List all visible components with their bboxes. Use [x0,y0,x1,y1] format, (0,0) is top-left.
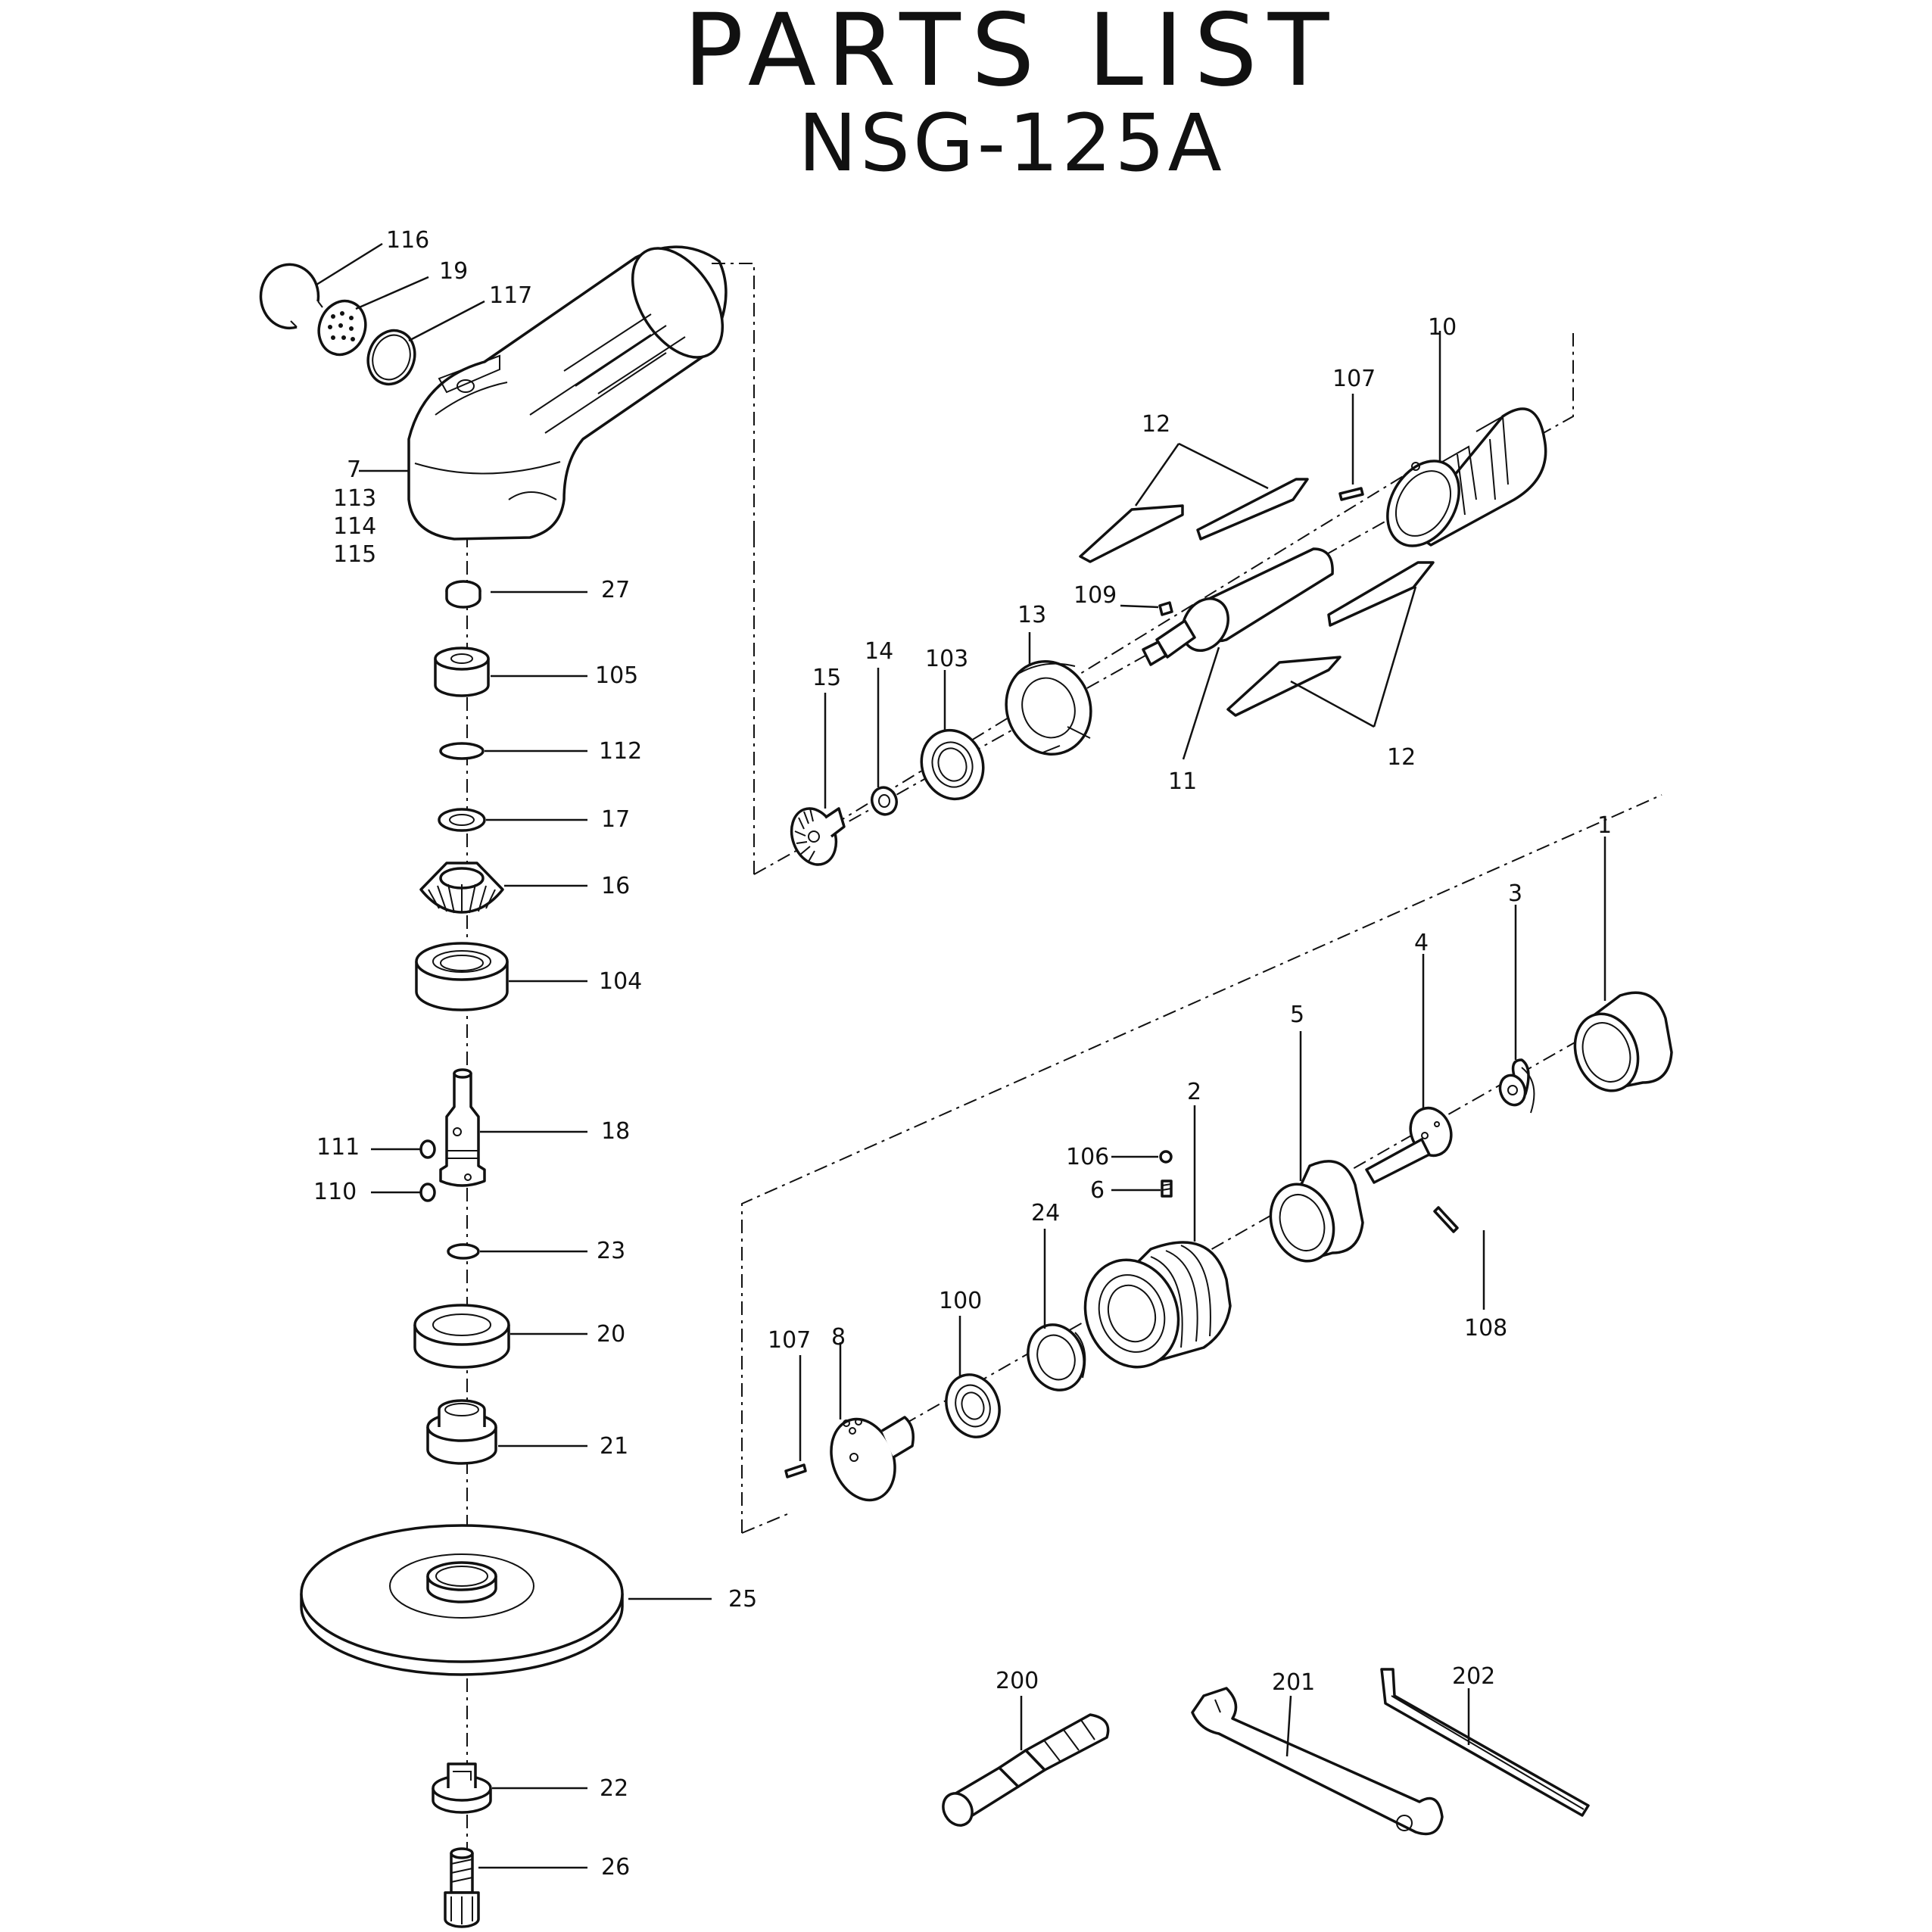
part-21-flange [426,1399,587,1465]
part-11-rotor [1142,547,1334,760]
part-19-silencer-disc [317,276,429,357]
part-109-key [1120,601,1173,616]
part-26-bolt [444,1847,587,1928]
callout-201: 201 [1272,1669,1315,1696]
part-20-seal [413,1304,587,1369]
part-25-backing-pad [300,1524,712,1676]
part-15-pinion-gear [790,693,846,866]
callout-105: 105 [595,662,638,689]
part-106-ball [1111,1150,1173,1164]
callout-110: 110 [313,1179,357,1205]
callout-16: 16 [601,873,630,899]
callout-13: 13 [1017,602,1046,628]
part-12-vanes [1079,442,1435,728]
callout-21: 21 [600,1433,628,1460]
callout-20: 20 [597,1321,625,1348]
callout-114: 114 [333,513,376,540]
callout-27: 27 [601,577,630,603]
part-22-flange-nut [432,1762,587,1814]
part-202-hex-key [1380,1668,1590,1817]
part-24-spacer [1027,1229,1086,1391]
callout-108: 108 [1464,1315,1507,1341]
part-23-o-ring [447,1243,587,1260]
callout-labels: 116 19 117 7 113 114 115 27 105 112 17 1… [313,227,1612,1881]
callout-117: 117 [489,282,532,309]
part-14-washer [871,668,898,816]
part-5-sleeve [1269,1031,1364,1263]
part-16-bevel-gear [419,862,587,914]
part-4-valve-stem [1365,954,1453,1184]
callout-12-lower: 12 [1387,744,1416,771]
part-111-pin [371,1139,436,1159]
part-13-rear-plate [1005,632,1092,756]
part-6-set-screw [1111,1179,1173,1198]
callout-113: 113 [333,485,376,512]
part-107-pin-upper [1338,394,1364,501]
callout-112: 112 [599,738,642,765]
part-103-bearing [920,670,985,801]
callout-7: 7 [347,457,361,483]
page-title: PARTS LIST [683,0,1340,109]
motor-box-dash [712,263,1574,875]
callout-111: 111 [316,1134,360,1161]
part-17-washer [438,808,587,832]
callout-116: 116 [386,227,429,254]
part-200-hose-nipple [942,1696,1110,1827]
part-8-front-plate [830,1342,915,1502]
valve-box-dash [741,794,1662,1534]
callout-8: 8 [831,1324,846,1351]
part-27-washer [445,580,587,609]
callout-202: 202 [1452,1663,1495,1690]
part-108-pin [1433,1206,1485,1310]
callout-24: 24 [1031,1200,1060,1226]
part-107-pin-lower [784,1355,807,1479]
callout-1: 1 [1597,812,1612,839]
callout-6: 6 [1090,1177,1105,1204]
part-100-bearing [945,1316,1001,1438]
part-105-bushing [434,647,587,697]
part-112-spring-clip [439,742,587,760]
part-116-snap-ring [259,242,383,330]
callout-107-upper: 107 [1332,366,1376,392]
callout-12-upper: 12 [1142,411,1170,438]
part-18-spindle [439,1068,587,1187]
part-117-o-ring [366,300,485,386]
callout-15: 15 [812,665,841,691]
part-104-bearing [415,942,587,1011]
callout-18: 18 [601,1118,630,1145]
callout-100: 100 [939,1288,982,1314]
part-201-wrench [1191,1687,1444,1836]
callout-109: 109 [1074,582,1117,609]
part-10-cylinder [1386,331,1547,547]
callout-4: 4 [1414,930,1429,956]
callout-2: 2 [1187,1079,1201,1105]
model-number: NSG-125A [798,97,1225,189]
callout-115: 115 [333,541,376,568]
callout-23: 23 [597,1238,625,1264]
callout-104: 104 [599,968,642,995]
callout-17: 17 [601,806,630,833]
part-110-pin [371,1183,436,1202]
callout-26: 26 [601,1854,630,1881]
part-1-cap [1573,837,1673,1092]
callout-5: 5 [1290,1002,1304,1028]
callout-107-lower: 107 [768,1327,811,1354]
callout-14: 14 [865,638,893,665]
callout-200: 200 [996,1668,1039,1694]
part-2-valve-body [1083,1105,1232,1369]
callout-19: 19 [439,258,468,285]
part-3-spring-washer [1498,905,1535,1114]
callout-11: 11 [1168,768,1197,795]
part-7-housing [407,245,728,541]
callout-106: 106 [1066,1144,1109,1170]
callout-103: 103 [925,646,968,672]
callout-3: 3 [1508,880,1522,907]
callout-25: 25 [728,1586,757,1613]
callout-10: 10 [1428,314,1457,341]
callout-22: 22 [600,1775,628,1802]
